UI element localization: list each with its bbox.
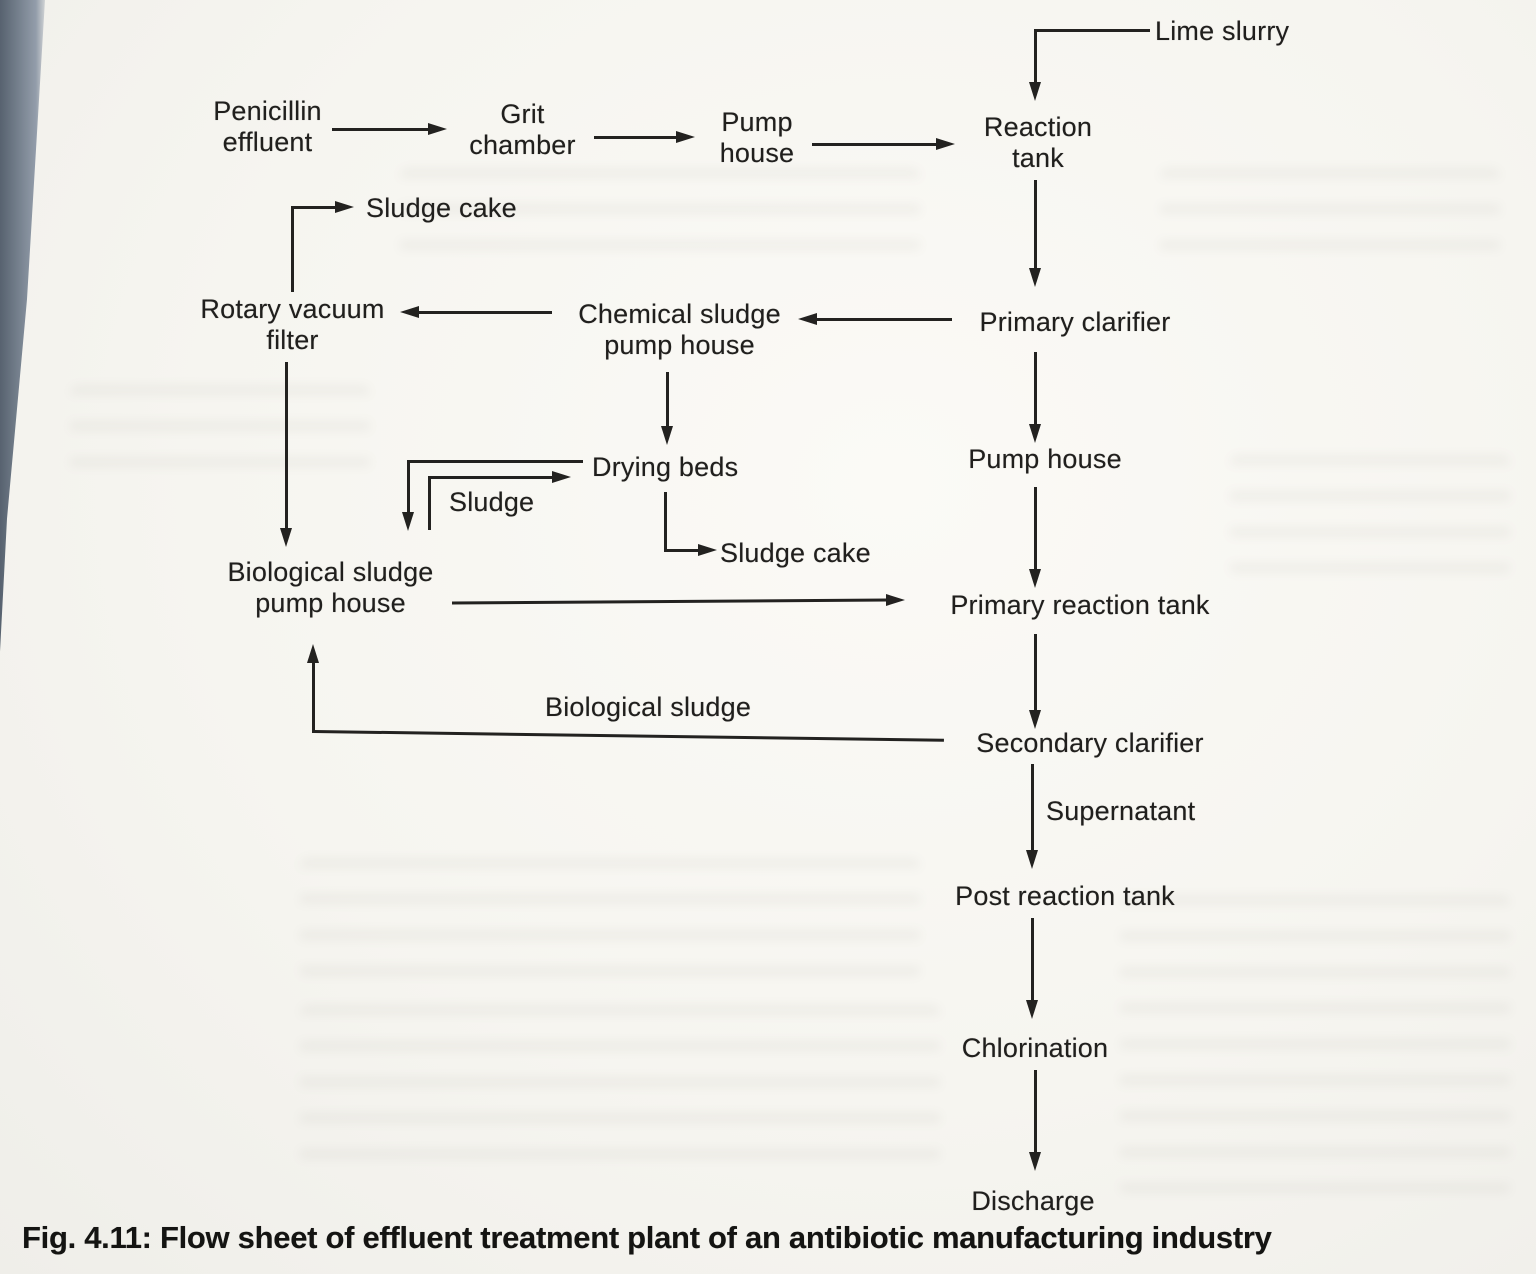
edge-primclarifier-pumpmid-line (1034, 352, 1037, 426)
edge-lime-reaction-hline (1036, 29, 1150, 32)
ghost-text-smudge (1160, 168, 1500, 272)
edge-drying-biological-vline (407, 460, 410, 514)
node-grit-chamber: Grit chamber (469, 99, 576, 160)
edge-postreaction-chlorination-line (1031, 918, 1034, 1002)
node-sludge-label: Sludge (449, 487, 535, 517)
node-primary-reaction-tank: Primary reaction tank (950, 590, 1210, 620)
node-chlorination: Chlorination (961, 1033, 1109, 1063)
node-rotary-vacuum-filter: Rotary vacuum filter (200, 294, 385, 355)
node-primary-clarifier: Primary clarifier (979, 307, 1171, 337)
edge-pump-reaction-arrowhead (936, 138, 955, 150)
edge-drying-biological-arrowhead (402, 512, 414, 531)
node-drying-beds: Drying beds (592, 452, 739, 482)
node-secondary-clarifier: Secondary clarifier (976, 728, 1204, 758)
node-lime-slurry: Lime slurry (1155, 16, 1290, 46)
edge-primclarifier-pumpmid-arrowhead (1029, 424, 1041, 443)
edge-chemical-drying-line (666, 372, 669, 428)
edge-primclarifier-chemical-line (816, 318, 952, 321)
edge-lime-reaction-arrowhead (1029, 82, 1041, 101)
node-reaction-tank: Reaction tank (983, 112, 1093, 173)
edge-drying-sludgecake-vline (664, 492, 667, 552)
node-biological-sludge-pump-house: Biological sludge pump house (227, 557, 434, 618)
edge-secclarifier-postreaction-arrowhead (1026, 850, 1038, 869)
edge-drying-sludgecake-hline (664, 549, 700, 552)
edge-sludge-drying-arrowhead (552, 471, 571, 483)
edge-sludge-drying-vline (428, 476, 431, 530)
node-chemical-sludge-pump-house: Chemical sludge pump house (578, 299, 781, 360)
edge-penicillin-grit-line (332, 128, 430, 131)
edge-rotary-biological-line (285, 362, 288, 530)
edge-primreaction-secclarifier-arrowhead (1029, 710, 1041, 729)
node-pump-house-mid: Pump house (968, 444, 1122, 474)
node-post-reaction-tank: Post reaction tank (955, 881, 1175, 911)
edge-pump-reaction-line (812, 143, 938, 146)
edge-secclarifier-biological-hline (313, 730, 944, 742)
node-sludge-cake-top: Sludge cake (366, 193, 517, 223)
edge-pumpmid-primreaction-arrowhead (1029, 569, 1041, 588)
ghost-text-smudge (300, 1005, 940, 1185)
ghost-text-smudge (70, 385, 370, 485)
edge-penicillin-grit-arrowhead (428, 123, 447, 135)
edge-chemical-rotary-arrowhead (400, 306, 419, 318)
ghost-text-smudge (300, 858, 920, 978)
node-discharge: Discharge (971, 1186, 1095, 1216)
edge-reaction-primclarifier-line (1034, 180, 1037, 270)
edge-secclarifier-biological-vline (312, 651, 315, 733)
node-supernatant-label: Supernatant (1046, 796, 1196, 826)
edge-drying-sludgecake-arrowhead (698, 544, 717, 556)
edge-drying-biological-hline (407, 460, 583, 463)
edge-primreaction-secclarifier-line (1034, 634, 1037, 714)
edge-postreaction-chlorination-arrowhead (1026, 1000, 1038, 1019)
edge-lime-reaction-vline (1034, 29, 1037, 84)
edge-chemical-rotary-line (418, 311, 552, 314)
edge-primclarifier-chemical-arrowhead (798, 313, 817, 325)
edge-rotary-sludgecake-arrowhead (335, 201, 354, 213)
node-sludge-cake-mid: Sludge cake (720, 538, 871, 568)
node-penicillin-effluent: Penicillin effluent (213, 96, 322, 157)
edge-grit-pump-arrowhead (676, 131, 695, 143)
node-biological-sludge-label: Biological sludge (545, 692, 752, 722)
edge-reaction-primclarifier-arrowhead (1029, 268, 1041, 287)
ghost-text-smudge (1230, 455, 1510, 575)
edge-grit-pump-line (594, 136, 678, 139)
edge-rotary-biological-arrowhead (280, 528, 292, 547)
edge-pumpmid-primreaction-line (1034, 487, 1037, 571)
node-pump-house-top: Pump house (719, 107, 795, 168)
edge-chemical-drying-arrowhead (661, 426, 673, 445)
edge-chlorination-discharge-line (1034, 1070, 1037, 1154)
ghost-text-smudge (1120, 895, 1510, 1195)
book-gutter-shadow (0, 0, 45, 652)
edge-biological-primreaction-line (451, 598, 889, 605)
edge-secclarifier-postreaction-line (1031, 764, 1034, 852)
edge-secclarifier-biological-arrowhead (307, 644, 319, 663)
edge-sludge-drying-hline (428, 476, 554, 479)
edge-chlorination-discharge-arrowhead (1029, 1152, 1041, 1171)
edge-rotary-sludgecake-hline (291, 206, 337, 209)
edge-biological-primreaction-arrowhead (886, 594, 905, 606)
edge-rotary-sludgecake-vline (291, 206, 294, 292)
figure-caption: Fig. 4.11: Flow sheet of effluent treatm… (22, 1220, 1272, 1255)
